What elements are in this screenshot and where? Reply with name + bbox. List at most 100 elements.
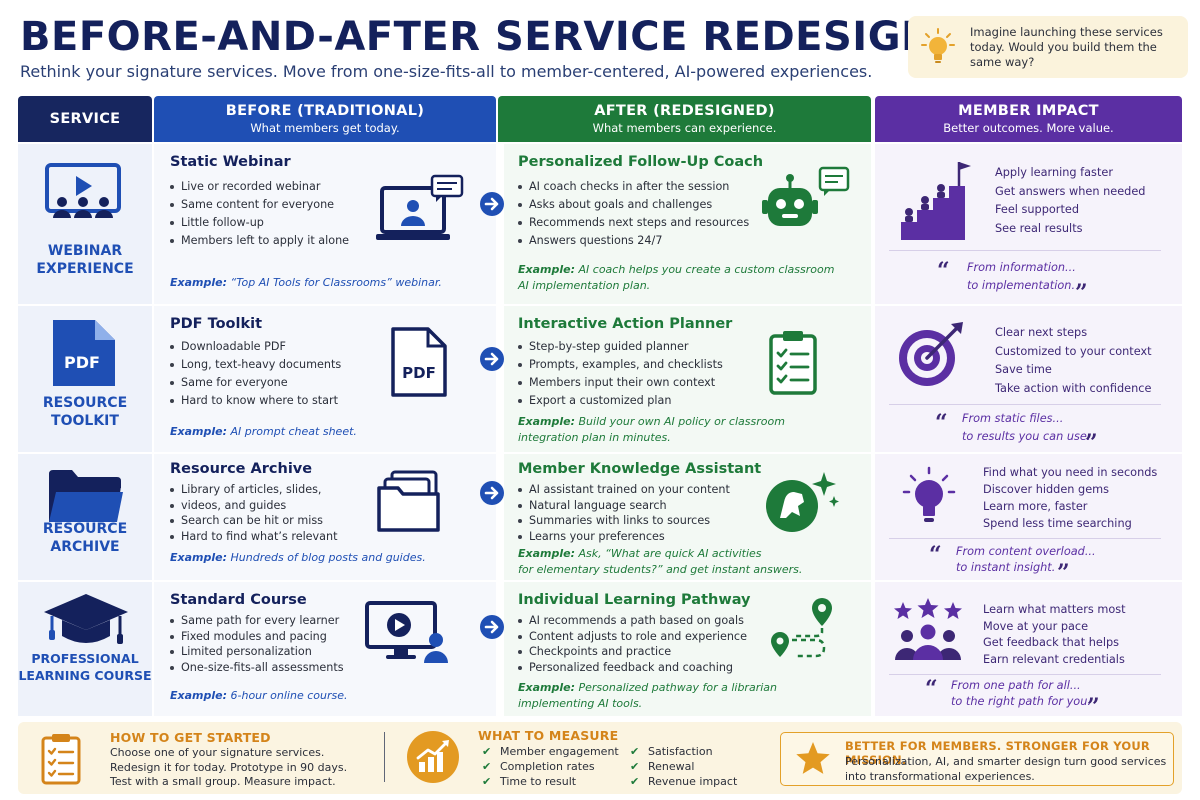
before-title: Standard Course xyxy=(170,592,307,608)
list-item: Hard to know where to start xyxy=(168,392,341,410)
open-quote-icon: “ xyxy=(925,676,938,702)
column-title: MEMBER IMPACT xyxy=(958,103,1099,119)
list-item: Long, text-heavy documents xyxy=(168,356,341,374)
service-label-line: PROFESSIONAL xyxy=(31,651,139,666)
pdf-icon-text: PDF xyxy=(402,364,436,382)
service-label-line: ARCHIVE xyxy=(50,539,120,555)
page-title: BEFORE-AND-AFTER SERVICE REDESIGN xyxy=(20,14,935,60)
before-title: PDF Toolkit xyxy=(170,316,263,332)
get-started-text: Choose one of your signature services. R… xyxy=(110,746,347,790)
example-text: integration plan in minutes. xyxy=(518,431,671,444)
people-stairs-flag-icon xyxy=(901,162,971,240)
column-header-before: BEFORE (TRADITIONAL) What members get to… xyxy=(154,96,496,142)
text-line: Redesign it for today. Prototype in 90 d… xyxy=(110,760,348,774)
open-quote-icon: “ xyxy=(929,542,942,568)
example-text: Personalized pathway for a librarian xyxy=(578,681,778,694)
list-item: Little follow-up xyxy=(168,214,349,232)
service-label-line: RESOURCE xyxy=(42,521,128,537)
example-text: AI prompt cheat sheet. xyxy=(230,425,357,438)
webinar-monitor-icon xyxy=(45,163,121,218)
column-header-service: SERVICE xyxy=(18,96,152,142)
list-item: Apply learning faster xyxy=(995,166,1113,179)
example-text: AI implementation plan. xyxy=(518,279,651,292)
list-item: AI assistant trained on your content xyxy=(516,482,730,498)
page-subtitle: Rethink your signature services. Move fr… xyxy=(20,62,873,81)
after-bullets: AI coach checks in after the session Ask… xyxy=(516,178,749,250)
list-item: Revenue impact xyxy=(630,774,737,789)
quote-line: From content overload... xyxy=(956,545,1096,558)
list-item: Time to result xyxy=(482,774,619,789)
list-item: Earn relevant credentials xyxy=(983,652,1125,666)
before-title: Static Webinar xyxy=(170,154,291,170)
impact-quote: From information... to implementation. xyxy=(967,259,1076,295)
after-title: Personalized Follow-Up Coach xyxy=(518,154,764,170)
after-cell-archive: Member Knowledge Assistant AI assistant … xyxy=(504,454,871,580)
list-item: See real results xyxy=(995,221,1083,235)
service-label: WEBINAR EXPERIENCE xyxy=(18,242,152,278)
list-item: Find what you need in seconds xyxy=(983,466,1158,479)
list-item: Checkpoints and practice xyxy=(516,644,747,660)
list-item: Customized to your context xyxy=(995,344,1152,358)
divider xyxy=(384,732,385,782)
service-cell-course: PROFESSIONAL LEARNING COURSE xyxy=(18,582,152,716)
open-quote-icon: “ xyxy=(937,258,950,284)
before-bullets: Library of articles, slides, videos, and… xyxy=(168,482,338,544)
impact-cell-webinar: Apply learning faster Get answers when n… xyxy=(875,144,1182,304)
quote-line: From information... xyxy=(967,261,1076,274)
list-item: Natural language search xyxy=(516,498,730,514)
example-label: Example: xyxy=(518,415,575,428)
folder-icon xyxy=(49,470,123,522)
graduation-cap-icon xyxy=(44,594,128,644)
list-item: videos, and guides xyxy=(168,498,338,514)
pdf-icon-text: PDF xyxy=(64,353,100,372)
sparkle-assistant-icon xyxy=(766,472,839,532)
list-item: One-size-fits-all assessments xyxy=(168,660,344,676)
laptop-video-call-icon xyxy=(376,174,464,240)
example-text: AI coach helps you create a custom class… xyxy=(578,263,835,276)
example-label: Example: xyxy=(518,263,575,276)
after-title: Member Knowledge Assistant xyxy=(518,461,762,477)
before-cell-archive: Resource Archive Library of articles, sl… xyxy=(154,454,496,580)
list-item: Same content for everyone xyxy=(168,196,349,214)
arrow-right-icon xyxy=(480,481,504,505)
list-item: Personalized feedback and coaching xyxy=(516,660,747,676)
before-title: Resource Archive xyxy=(170,461,313,477)
footer-banner: HOW TO GET STARTED Choose one of your si… xyxy=(18,722,1182,794)
example-text: Build your own AI policy or classroom xyxy=(578,415,785,428)
close-quote-icon: ” xyxy=(1085,430,1098,456)
list-item: Downloadable PDF xyxy=(168,338,341,356)
quote-line: to the right path for you. xyxy=(951,695,1091,708)
list-item: Summaries with links to sources xyxy=(516,513,730,529)
example-label: Example: xyxy=(518,681,575,694)
before-bullets: Downloadable PDF Long, text-heavy docume… xyxy=(168,338,341,410)
column-header-impact: MEMBER IMPACT Better outcomes. More valu… xyxy=(875,96,1182,142)
quote-line: to instant insight. xyxy=(956,561,1056,574)
impact-quote: From content overload... to instant insi… xyxy=(956,544,1096,576)
before-bullets: Same path for every learner Fixed module… xyxy=(168,613,344,675)
after-bullets: AI recommends a path based on goals Cont… xyxy=(516,613,747,675)
example-text: Ask, “What are quick AI activities xyxy=(578,547,762,560)
list-item: Renewal xyxy=(630,759,737,774)
column-subtitle: What members can experience. xyxy=(592,121,777,135)
text-line: Choose one of your signature services. xyxy=(110,746,325,759)
mission-title: BETTER FOR MEMBERS. STRONGER FOR YOUR MI… xyxy=(845,739,1150,767)
list-item: Get answers when needed xyxy=(995,184,1146,198)
list-item: Hard to find what’s relevant xyxy=(168,529,338,545)
service-label-line: WEBINAR xyxy=(47,243,123,259)
service-label: RESOURCE ARCHIVE xyxy=(18,520,152,556)
list-item: Move at your pace xyxy=(983,619,1089,633)
after-cell-toolkit: Interactive Action Planner Step-by-step … xyxy=(504,306,871,452)
quote-line: From one path for all... xyxy=(951,679,1081,692)
list-item: Asks about goals and challenges xyxy=(516,196,749,214)
arrow-right-icon xyxy=(480,615,504,639)
list-item: Limited personalization xyxy=(168,644,344,660)
before-cell-toolkit: PDF Toolkit Downloadable PDF Long, text-… xyxy=(154,306,496,452)
example-label: Example: xyxy=(518,547,575,560)
list-item: Completion rates xyxy=(482,759,619,774)
example-label: Example: xyxy=(170,276,227,289)
list-item: Member engagement xyxy=(482,744,619,759)
column-header-after: AFTER (REDESIGNED) What members can expe… xyxy=(498,96,871,142)
example-text: “Top AI Tools for Classrooms” webinar. xyxy=(230,276,442,289)
before-bullets: Live or recorded webinar Same content fo… xyxy=(168,178,349,250)
after-cell-course: Individual Learning Pathway AI recommend… xyxy=(504,582,871,716)
